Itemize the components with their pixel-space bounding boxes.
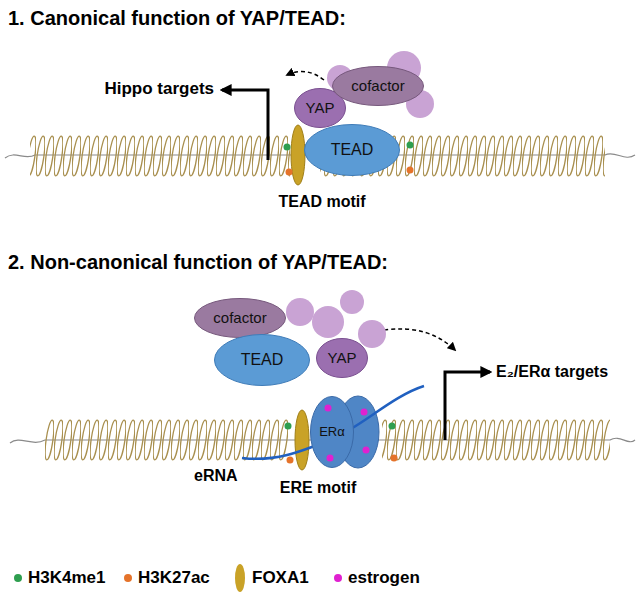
annotation-label: Hippo targets bbox=[104, 79, 214, 99]
protein-ellipse: YAP bbox=[316, 338, 368, 378]
dashed-arrow bbox=[384, 329, 455, 350]
annotation-label: TEAD motif bbox=[278, 192, 365, 211]
protein-ellipse: TEAD bbox=[304, 124, 400, 176]
section-heading: 1. Canonical function of YAP/TEAD: bbox=[8, 6, 346, 30]
ellipse-shape bbox=[305, 125, 400, 176]
h3k4me1-dot bbox=[389, 423, 396, 430]
estrogen-dot bbox=[325, 405, 332, 412]
cofactor-blob bbox=[312, 306, 344, 338]
nucleosome-fiber bbox=[382, 417, 610, 463]
cofactor-blob bbox=[340, 290, 364, 314]
ellipse-shape bbox=[317, 339, 368, 378]
legend-swatch bbox=[14, 574, 22, 582]
legend-swatch bbox=[235, 564, 245, 592]
protein-ellipse: TEAD bbox=[214, 334, 310, 386]
h3k4me1-dot bbox=[285, 423, 292, 430]
legend-label: H3K27ac bbox=[138, 568, 210, 588]
h3k27ac-dot bbox=[287, 457, 294, 464]
legend-label: FOXA1 bbox=[252, 568, 309, 588]
protein-ellipse: cofactor bbox=[332, 66, 424, 106]
node-label: YAP bbox=[328, 349, 357, 366]
legend-swatch bbox=[334, 574, 342, 582]
dashed-arrow bbox=[287, 71, 324, 80]
tss-arrow bbox=[445, 372, 490, 440]
estrogen-dot bbox=[361, 409, 368, 416]
protein-ellipse: cofactor bbox=[194, 298, 286, 338]
annotation-label: E₂/ERα targets bbox=[496, 362, 608, 381]
h3k27ac-dot bbox=[407, 167, 414, 174]
cofactor-blob bbox=[358, 320, 386, 348]
legend-label: H3K4me1 bbox=[28, 568, 106, 588]
ellipse-shape bbox=[333, 67, 424, 106]
annotation-label: ERE motif bbox=[280, 478, 356, 497]
cofactor-blob bbox=[286, 298, 314, 326]
nucleosome-fiber bbox=[30, 133, 290, 179]
annotation-label: eRNA bbox=[194, 466, 238, 485]
node-label: ERα bbox=[319, 425, 345, 440]
estrogen-dot bbox=[363, 447, 370, 454]
estrogen-dot bbox=[327, 455, 334, 462]
ellipse-shape bbox=[195, 299, 286, 338]
section-heading: 2. Non-canonical function of YAP/TEAD: bbox=[8, 250, 388, 274]
legend-label: estrogen bbox=[348, 568, 420, 588]
node-label: TEAD bbox=[331, 141, 374, 159]
node-label: cofactor bbox=[351, 77, 404, 94]
h3k4me1-dot bbox=[284, 144, 291, 151]
tss-arrow bbox=[222, 90, 268, 160]
h3k27ac-dot bbox=[391, 455, 398, 462]
h3k4me1-dot bbox=[407, 142, 414, 149]
legend-swatch bbox=[124, 574, 132, 582]
node-label: cofactor bbox=[213, 309, 266, 326]
node-label: YAP bbox=[306, 99, 335, 116]
ellipse-shape bbox=[311, 397, 354, 468]
ellipse-shape bbox=[215, 335, 310, 386]
foxa1-shape bbox=[295, 410, 309, 470]
node-label: TEAD bbox=[241, 351, 284, 369]
h3k27ac-dot bbox=[286, 169, 293, 176]
protein-ellipse: ERα bbox=[310, 396, 354, 468]
foxa1-shape bbox=[291, 125, 305, 185]
nucleosome-fiber bbox=[45, 417, 288, 463]
